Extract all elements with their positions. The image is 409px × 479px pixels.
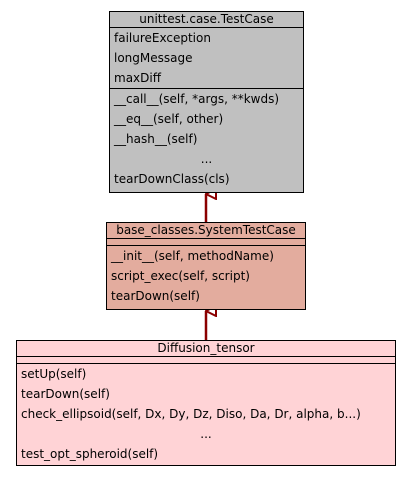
method-row: script_exec(self, script) [111,269,250,283]
class-box-diffusion-tensor[interactable]: Diffusion_tensor setUp(self) tearDown(se… [16,340,396,466]
class-box-testcase[interactable]: unittest.case.TestCase failureException … [109,11,304,193]
method-row: __call__(self, *args, **kwds) [114,92,280,106]
method-row: check_ellipsoid(self, Dx, Dy, Dz, Diso, … [21,407,361,421]
method-row: tearDown(self) [21,387,110,401]
method-row: __init__(self, methodName) [111,249,274,263]
method-row: setUp(self) [21,367,87,381]
attributes-section-systemtestcase [107,239,305,246]
attributes-section-testcase: failureException longMessage maxDiff [110,28,303,89]
method-row: test_opt_spheroid(self) [21,447,159,461]
class-box-systemtestcase[interactable]: base_classes.SystemTestCase __init__(sel… [106,222,306,310]
methods-section-testcase: __call__(self, *args, **kwds) __eq__(sel… [110,89,303,189]
class-name-diffusion-tensor: Diffusion_tensor [17,341,395,357]
method-row: __eq__(self, other) [114,112,224,126]
class-name-testcase: unittest.case.TestCase [110,12,303,28]
attribute-row: maxDiff [114,71,161,85]
attributes-section-diffusion-tensor [17,357,395,364]
method-ellipsis: ... [200,427,212,441]
attribute-row: longMessage [114,51,193,65]
methods-section-systemtestcase: __init__(self, methodName) script_exec(s… [107,246,305,306]
method-row: tearDownClass(cls) [114,172,230,186]
attribute-row: failureException [114,31,211,45]
class-name-systemtestcase: base_classes.SystemTestCase [107,223,305,239]
method-row: __hash__(self) [114,132,198,146]
method-row: tearDown(self) [111,289,200,303]
method-ellipsis: ... [200,152,213,166]
methods-section-diffusion-tensor: setUp(self) tearDown(self) check_ellipso… [17,364,395,464]
